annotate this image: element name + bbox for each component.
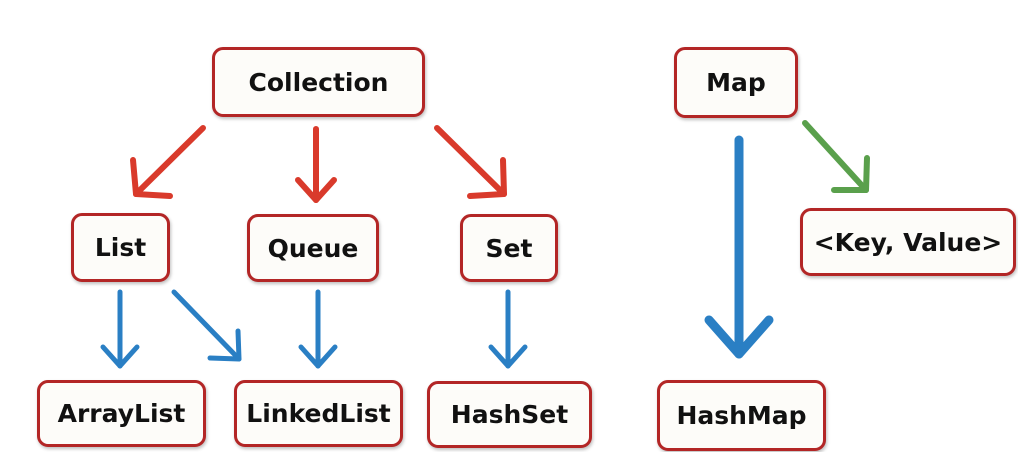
arrow-list-arraylist [100,289,140,369]
node-list: List [71,213,170,282]
arrow-map-keyvalue [802,120,870,193]
node-linkedlist: LinkedList [234,380,403,447]
node-collection: Collection [212,47,425,117]
node-map: Map [674,47,798,118]
node-hashmap: HashMap [657,380,826,451]
node-set: Set [460,214,558,282]
arrow-map-hashmap [704,135,774,359]
node-queue: Queue [247,214,379,282]
node-hashset: HashSet [427,381,592,448]
arrow-queue-linkedlist [298,289,338,369]
node-key-value: <Key, Value> [800,208,1016,276]
node-arraylist: ArrayList [37,380,206,447]
arrow-collection-queue [295,126,337,203]
arrow-collection-list [130,125,206,199]
arrow-set-hashset [488,289,528,369]
arrow-list-linkedlist [171,289,242,362]
arrow-collection-set [434,125,507,199]
